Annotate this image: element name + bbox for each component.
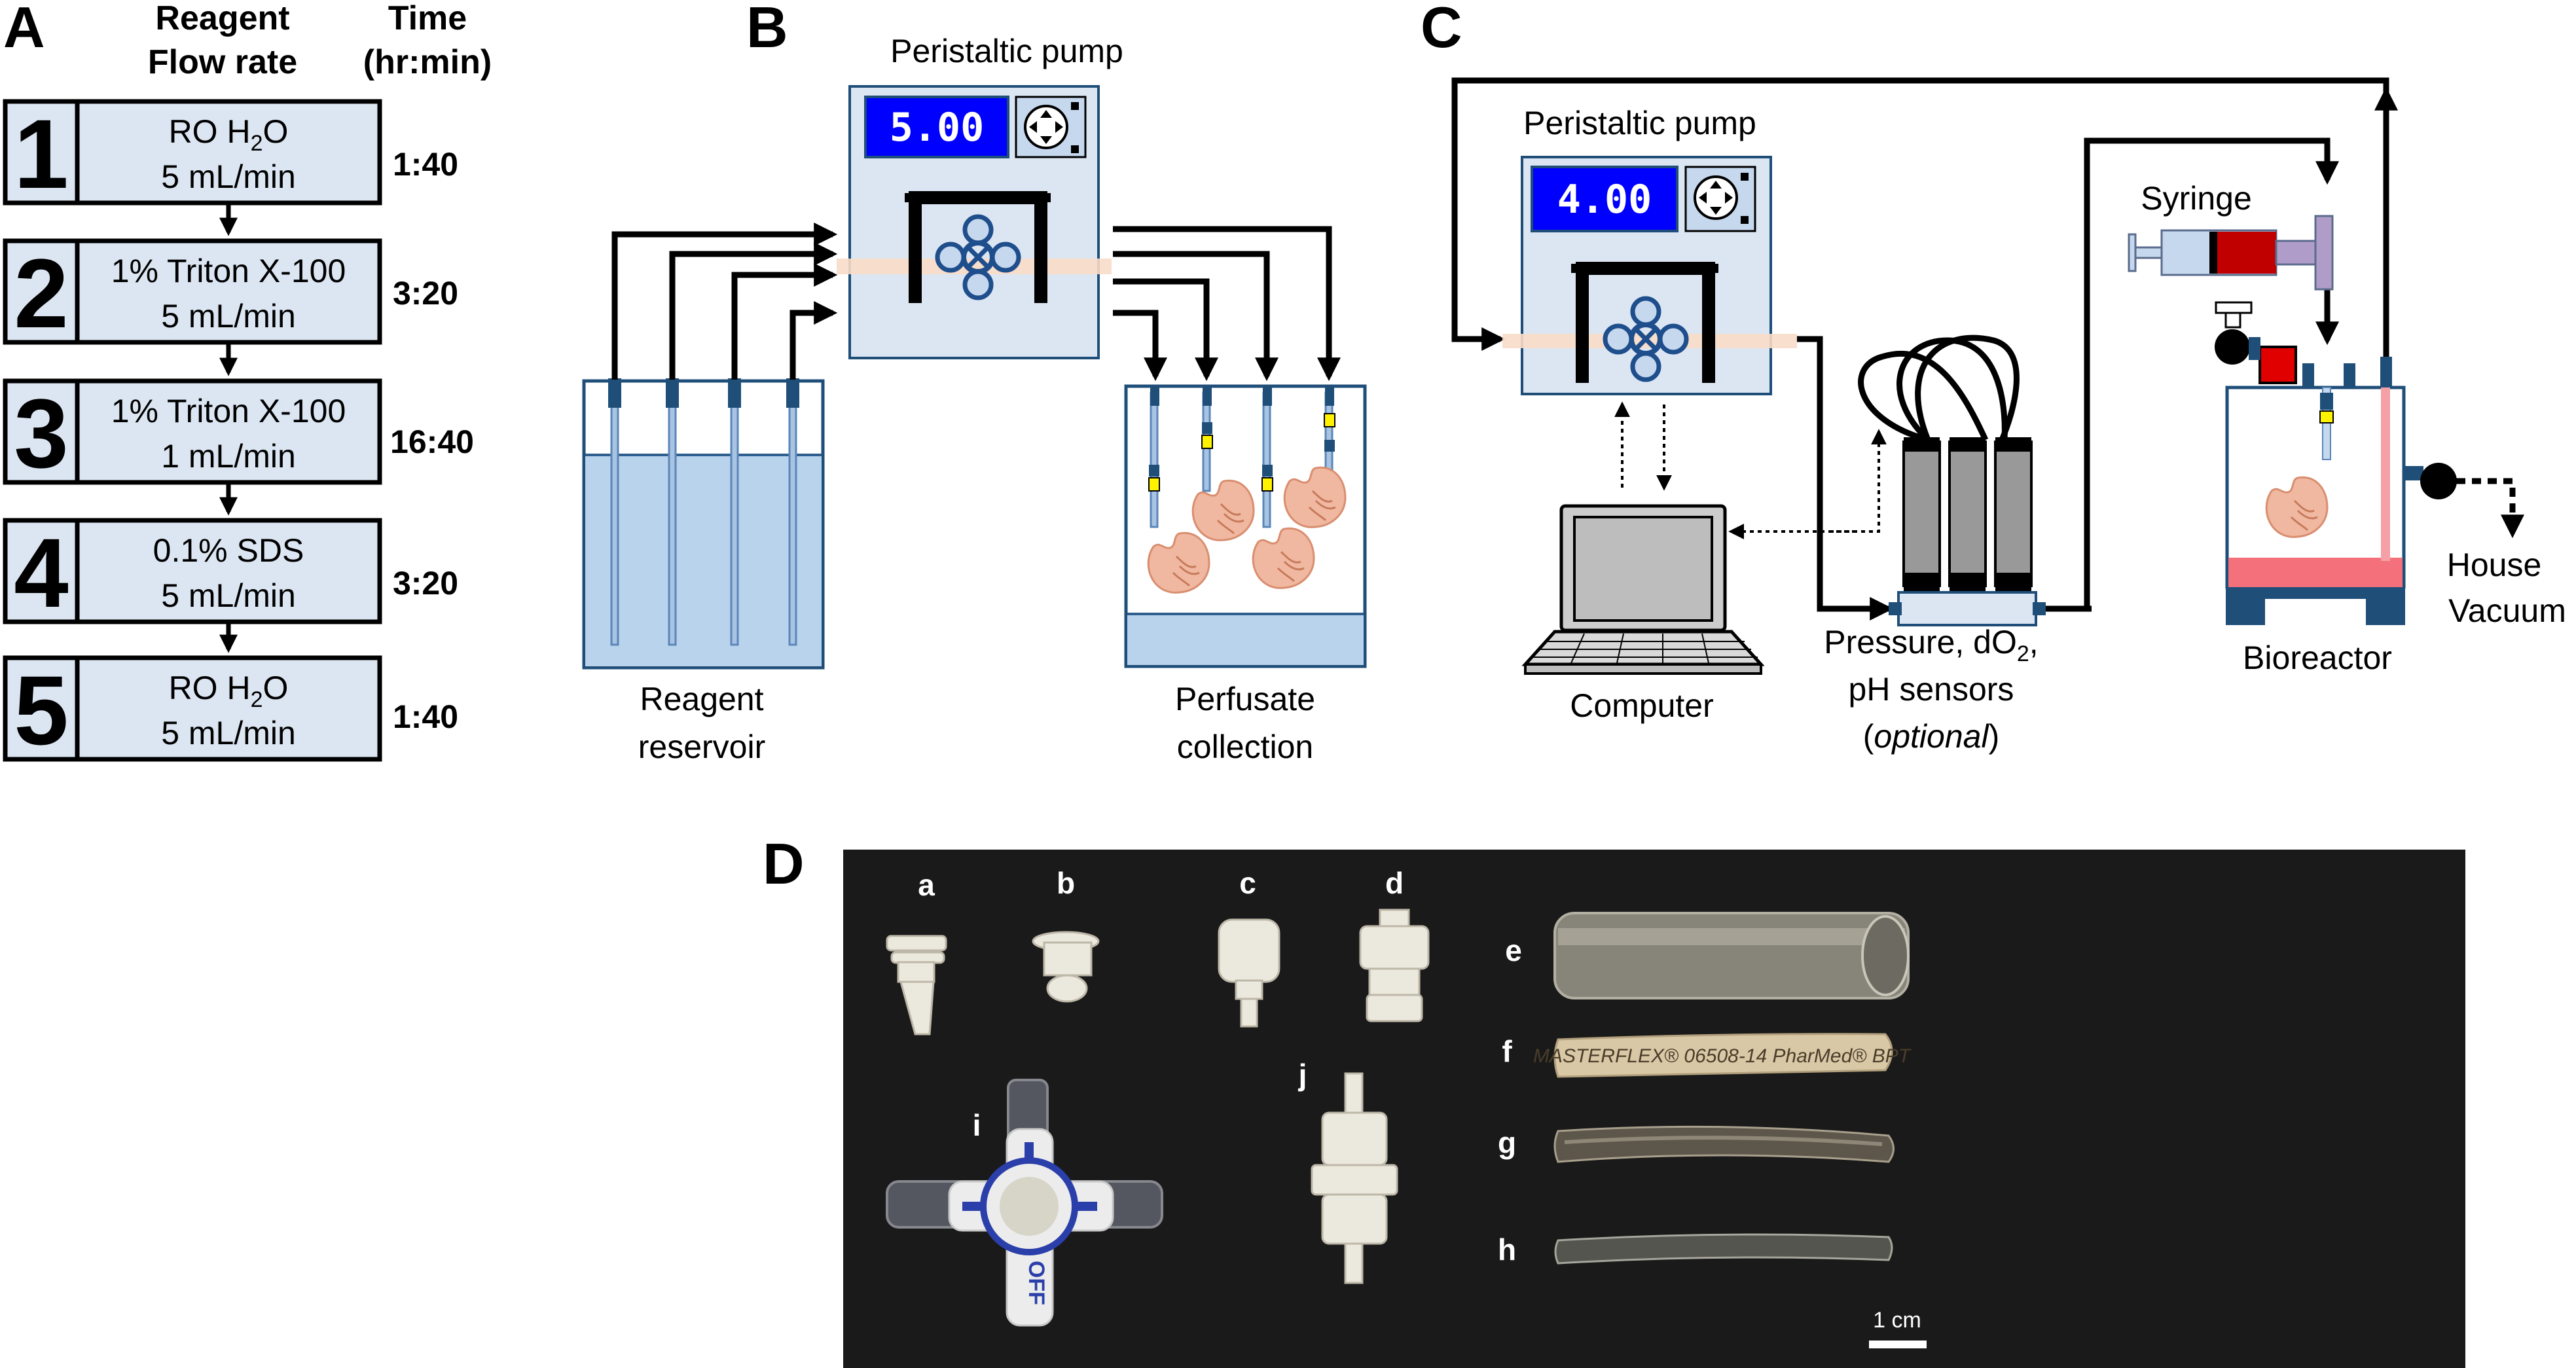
step-reagent: RO H2O: [169, 113, 289, 156]
label-i: i: [973, 1108, 981, 1142]
panel-b: B Peristaltic pump 5.00: [582, 0, 1367, 765]
tube-h: [1554, 1233, 1893, 1265]
step-4: 4 0.1% SDS 5 mL/min 3:20: [3, 518, 458, 628]
tube-f-print: MASTERFLEX® 06508-14 PharMed® BPT: [1533, 1045, 1912, 1067]
panel-d-letter: D: [763, 831, 805, 896]
step-flow: 5 mL/min: [161, 715, 296, 751]
step-reagent: RO H2O: [169, 670, 289, 712]
label-d: d: [1385, 866, 1404, 900]
vacuum-label-1: House: [2447, 547, 2542, 583]
step-flow: 5 mL/min: [161, 298, 296, 334]
svg-text:OFF: OFF: [1024, 1261, 1049, 1305]
panel-b-letter: B: [746, 0, 788, 60]
label-h: h: [1498, 1233, 1516, 1267]
peristaltic-pump-b: 5.00: [837, 85, 1112, 359]
header-time-unit: (hr:min): [363, 43, 492, 81]
perfusate-collection: [1124, 384, 1367, 668]
connector-c: [1218, 918, 1280, 1028]
vacuum-label-2: Vacuum: [2448, 592, 2566, 629]
label-f: f: [1502, 1034, 1512, 1068]
step-number: 2: [14, 238, 68, 348]
panel-a-letter: A: [3, 0, 45, 60]
step-5: 5 RO H2O 5 mL/min 1:40: [3, 655, 458, 765]
connector-d: [1359, 909, 1430, 1022]
step-time: 16:40: [390, 423, 474, 460]
step-reagent: 1% Triton X-100: [111, 393, 346, 429]
connector-a: [886, 935, 947, 1035]
step-number: 1: [14, 99, 68, 209]
label-j: j: [1298, 1058, 1307, 1092]
tube-e: [1553, 912, 1910, 999]
inlet-lines: [611, 223, 838, 380]
sensors: [1858, 334, 2092, 626]
stopcock-i: OFF: [886, 1079, 1163, 1327]
bioreactor-label: Bioreactor: [2243, 639, 2392, 676]
bioreactor: [2215, 301, 2457, 625]
step-time: 3:20: [393, 565, 458, 602]
step-2: 2 1% Triton X-100 5 mL/min 3:20: [3, 238, 458, 348]
tube-g: [1553, 1125, 1895, 1163]
collection-label-2: collection: [1177, 729, 1313, 765]
step-flow: 5 mL/min: [161, 158, 296, 195]
scale-bar: [1869, 1341, 1927, 1348]
collection-label-1: Perfusate: [1175, 681, 1315, 717]
step-reagent: 1% Triton X-100: [111, 253, 346, 289]
syringe-label: Syringe: [2141, 180, 2252, 217]
step-number: 4: [14, 518, 68, 628]
panel-d: D a b c d e f g h i j: [763, 831, 2465, 1368]
header-time: Time: [388, 0, 467, 37]
step-number: 3: [14, 378, 68, 488]
panel-a: A Reagent Flow rate Time (hr:min) 1 RO H…: [3, 0, 492, 765]
sensors-label-3: (optional): [1863, 718, 1999, 755]
pump-c-display: [1531, 166, 1678, 232]
peristaltic-pump-c: 4.00: [1502, 156, 1797, 395]
step-number: 5: [14, 655, 68, 765]
pump-c-display-value: 4.00: [1557, 177, 1652, 223]
connector-b: [1032, 931, 1100, 1003]
label-e: e: [1505, 933, 1522, 967]
sensors-label-1: Pressure, dO2,: [1824, 624, 2038, 666]
step-flow: 1 mL/min: [161, 438, 296, 475]
vacuum-line: [2456, 478, 2524, 539]
label-a: a: [918, 868, 935, 902]
reservoir-label-2: reservoir: [638, 729, 765, 765]
scale-bar-label: 1 cm: [1873, 1308, 1921, 1333]
step-time: 3:20: [393, 275, 458, 312]
pump-c-title: Peristaltic pump: [1523, 105, 1756, 141]
header-reagent: Reagent: [155, 0, 289, 37]
data-lines: [1614, 401, 1887, 539]
pump-b-title: Peristaltic pump: [890, 33, 1123, 69]
reagent-reservoir: [582, 378, 825, 670]
step-3: 3 1% Triton X-100 1 mL/min 16:40: [3, 378, 474, 488]
connector-j: [1311, 1072, 1398, 1284]
step-time: 1:40: [393, 698, 458, 735]
tube-f: MASTERFLEX® 06508-14 PharMed® BPT: [1533, 1033, 1912, 1078]
reservoir-label-1: Reagent: [640, 681, 763, 717]
panel-c: C Peristaltic pump 4.00: [1421, 0, 2566, 755]
syringe-icon: [2128, 215, 2334, 291]
pump-b-display-value: 5.00: [890, 105, 985, 151]
step-1: 1 RO H2O 5 mL/min 1:40: [3, 99, 458, 209]
computer-label: Computer: [1570, 687, 1714, 724]
label-b: b: [1057, 866, 1075, 900]
panel-c-letter: C: [1421, 0, 1462, 60]
pump-b-display: [864, 96, 1009, 158]
step-flow: 5 mL/min: [161, 577, 296, 614]
sensors-label-2: pH sensors: [1849, 671, 2014, 708]
label-g: g: [1498, 1126, 1516, 1160]
header-flow-rate: Flow rate: [148, 43, 297, 81]
recirculation-loop: [1451, 77, 2398, 393]
step-time: 1:40: [393, 146, 458, 183]
label-c: c: [1239, 866, 1256, 900]
outlet-lines: [1113, 226, 1341, 382]
step-reagent: 0.1% SDS: [153, 532, 304, 569]
computer-icon: [1521, 504, 1765, 675]
